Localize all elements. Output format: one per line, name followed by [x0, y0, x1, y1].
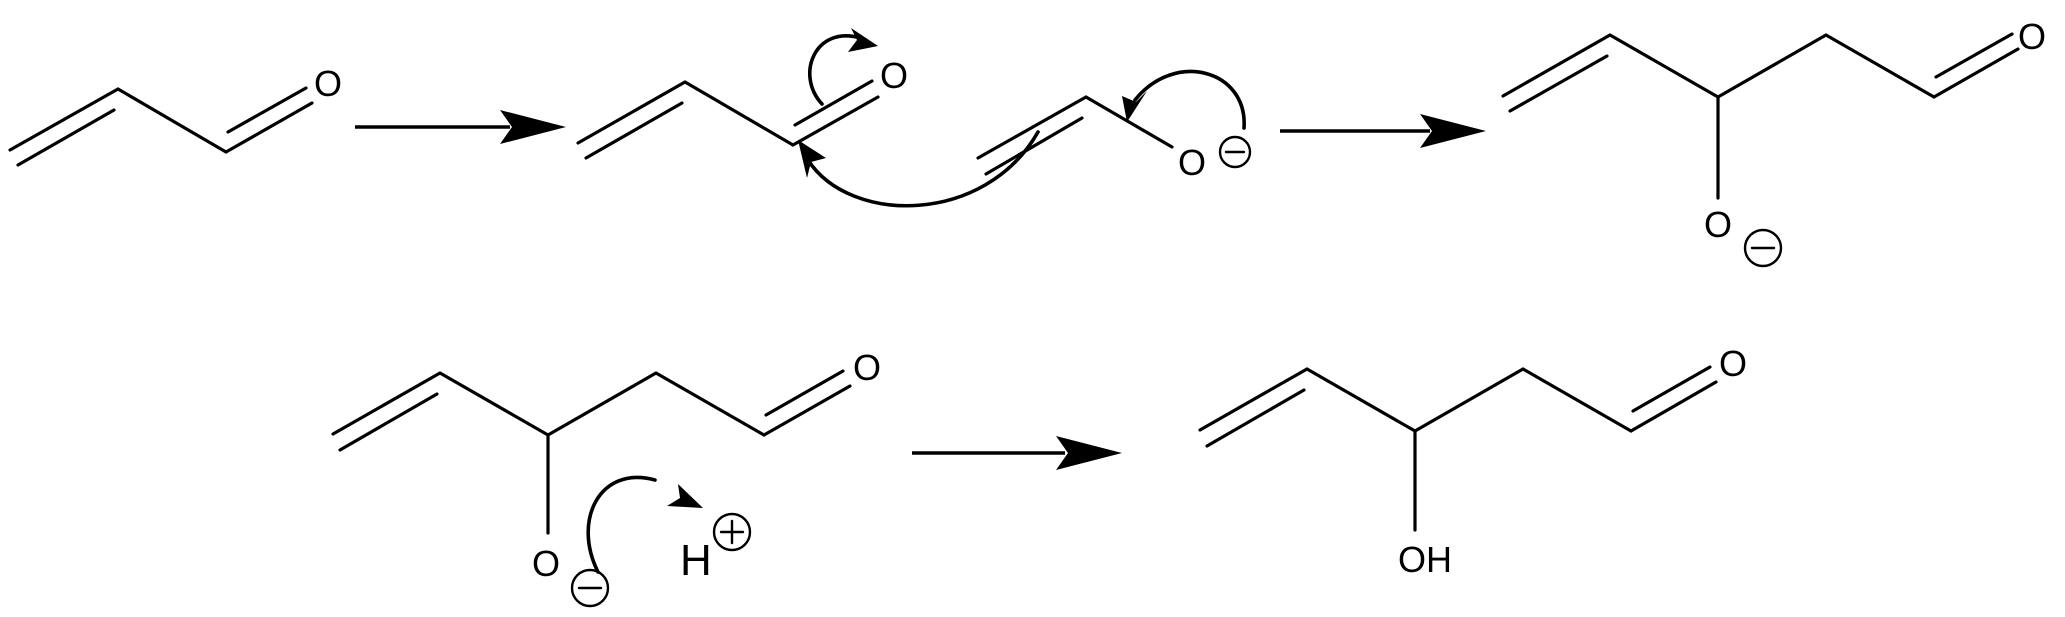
proton-label: H	[680, 536, 712, 585]
curly-arrow-carbonyl-to-oxygen	[808, 28, 878, 106]
aldehyde-oxygen-label: O	[2018, 16, 2046, 57]
proton: H	[680, 512, 752, 585]
carbonyl-oxygen-label: O	[880, 55, 908, 96]
reaction-arrow-3	[912, 436, 1122, 470]
aldehyde-oxygen-label: O	[1719, 343, 1747, 384]
alkoxide-oxygen-label: O	[1704, 204, 1732, 245]
aldehyde-oxygen-label: O	[853, 347, 881, 388]
acrolein-electrophile-molecule: O	[576, 55, 908, 160]
enolate-oxygen-label: O	[1178, 142, 1206, 183]
reaction-arrow-2	[1280, 114, 1486, 148]
curly-arrow-enolate-to-alkene	[1122, 69, 1246, 130]
acrolein-molecule: O	[8, 63, 342, 167]
alkoxide-intermediate-molecule: O O	[1501, 16, 2046, 268]
plus-charge	[712, 512, 752, 552]
alkoxide-oxygen-label: O	[532, 543, 560, 584]
minus-charge	[570, 568, 610, 608]
minus-charge	[1743, 228, 1783, 268]
carbonyl-oxygen-label: O	[314, 63, 342, 104]
curly-arrow-alkene-to-carbonyl	[798, 130, 1040, 208]
enolate-molecule: O	[976, 95, 1252, 183]
curly-arrow-oxygen-to-proton	[586, 475, 703, 574]
alkoxide-molecule: O O	[331, 347, 881, 608]
hydroxyl-label: OH	[1398, 539, 1452, 580]
reaction-arrow-1	[355, 110, 566, 144]
minus-charge	[1218, 135, 1252, 169]
aldol-product-molecule: O OH	[1198, 343, 1747, 580]
